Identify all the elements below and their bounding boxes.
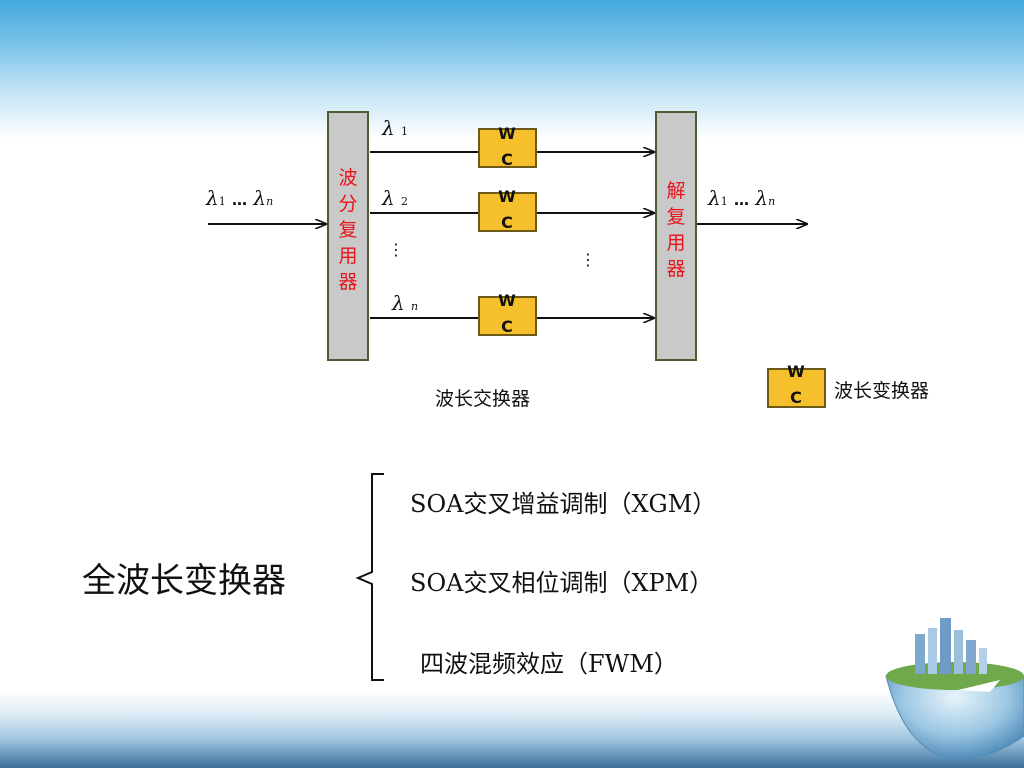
channel-2-label: λ 2 [382,186,409,210]
mux-block [327,111,369,361]
wc-box-1-text: W C [498,124,516,169]
mux-label: 波 分 复 用 器 [338,167,358,293]
brace [355,473,384,681]
wc-box-2-text: W C [498,187,516,232]
demux-block [655,111,697,361]
wc-box-2 [478,192,537,232]
legend-wc-box [767,368,826,408]
legend-label: 波长变换器 [834,380,930,402]
input-label: λ1 … λn [206,186,274,210]
wc-box-n-text: W C [498,291,516,336]
summary-item-xgm: SOA交叉增益调制（XGM） [410,490,717,518]
diagram-caption: 波长交换器 [435,388,531,410]
summary-title: 全波长变换器 [82,561,286,601]
output-label: λ1 … λn [708,186,776,210]
legend-wc-text: W C [787,362,805,407]
summary-item-fwm: 四波混频效应（FWM） [420,650,678,678]
demux-label: 解 复 用 器 [666,180,686,280]
wc-box-n [478,296,537,336]
wc-box-1 [478,128,537,168]
summary-item-xpm: SOA交叉相位调制（XPM） [410,569,714,597]
channel-1-label: λ 1 [382,116,409,140]
channel-n-label: λ n [392,291,419,315]
